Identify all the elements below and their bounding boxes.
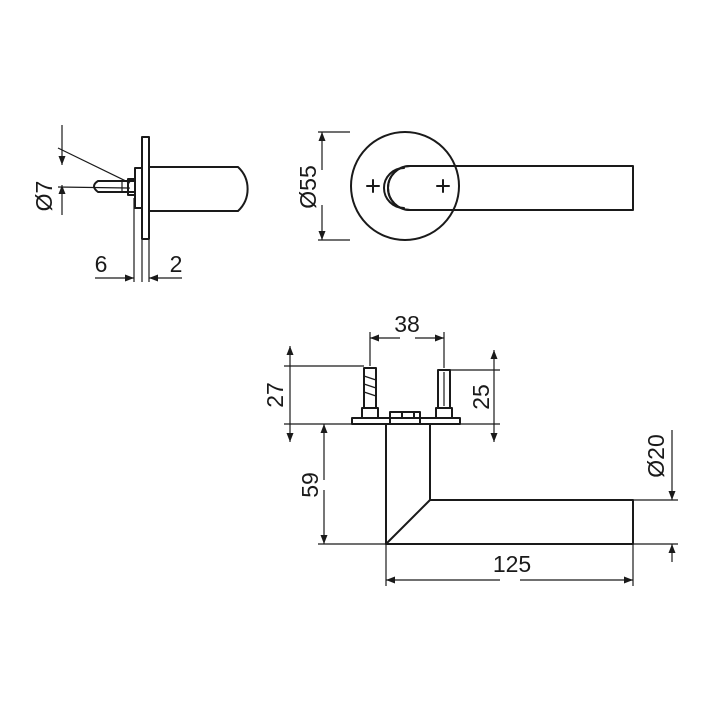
rose-circle <box>350 131 460 241</box>
spindle <box>93 180 136 193</box>
dim-25: 25 <box>468 384 494 410</box>
dim-diameter-20: Ø20 <box>643 434 669 477</box>
rose-plate <box>141 136 150 240</box>
screw-left-icon <box>366 179 380 193</box>
dim-59: 59 <box>297 472 323 498</box>
dim-125: 125 <box>493 551 531 577</box>
dim-27: 27 <box>262 382 288 408</box>
front-view: Ø55 <box>295 131 634 241</box>
lever-body-side <box>148 166 249 212</box>
dim-2: 2 <box>170 251 183 277</box>
side-view: Ø7 6 2 <box>31 125 249 282</box>
dim-diameter-7: Ø7 <box>31 181 57 212</box>
screw-right-icon <box>436 179 450 193</box>
dim-diameter-55: Ø55 <box>295 165 321 208</box>
lever-front <box>387 165 634 211</box>
dim-6: 6 <box>95 251 108 277</box>
plan-view: 38 27 25 59 Ø20 125 <box>262 311 678 586</box>
dim-38: 38 <box>394 311 420 337</box>
lever-plan <box>385 423 634 545</box>
spindle-boss <box>134 167 143 209</box>
